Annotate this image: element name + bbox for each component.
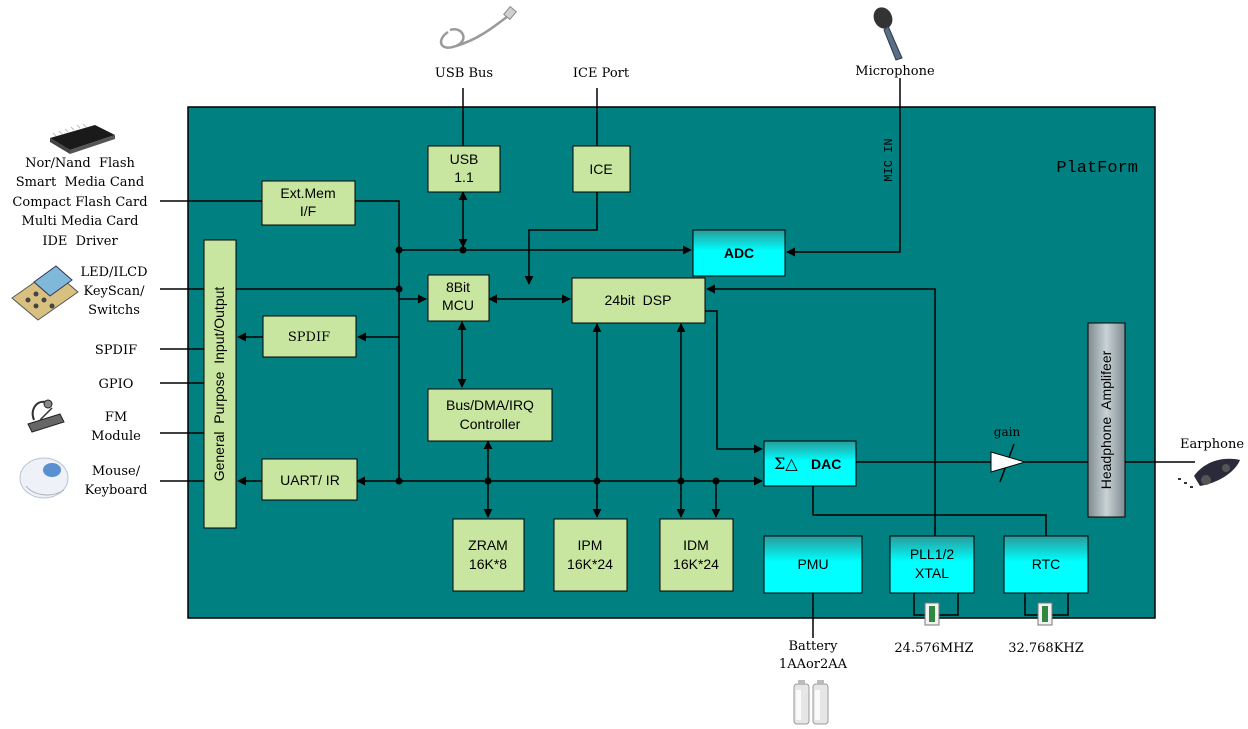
led-label-line: LED/ILCD	[80, 265, 147, 280]
flash-labels: Nor/Nand Flash Smart Media Cand Compact …	[12, 156, 147, 249]
spdif-block: SPDIF	[262, 315, 357, 358]
ipm-size: 16K*24	[567, 556, 613, 572]
dsp-block: 24bit DSP	[571, 277, 706, 324]
uart-label: UART/ IR	[280, 472, 340, 488]
microphone-icon	[873, 7, 903, 61]
crystal-icon	[1037, 602, 1053, 626]
fm-module-icon	[27, 399, 65, 433]
gpio-block: General Purpose Input/Output	[203, 239, 237, 529]
mouse-label-line: Mouse/	[92, 464, 141, 479]
flash-label-line: Multi Media Card	[22, 214, 139, 229]
ipm-block: IPM 16K*24	[553, 518, 628, 592]
gain-triangle-icon	[990, 451, 1027, 473]
dac-sigma-delta: Σ△	[774, 454, 798, 473]
battery-labels: Battery 1AAor2AA	[779, 639, 848, 672]
ice-block: ICE	[572, 145, 631, 193]
battery-label-line: Battery	[788, 639, 838, 654]
earphone-icon	[1178, 458, 1240, 488]
pmu-label: PMU	[797, 556, 828, 572]
usb-label: USB	[450, 151, 479, 167]
mouse-icon	[19, 457, 69, 499]
ext-mem-label: Ext.Mem	[280, 185, 335, 201]
mouse-label-line: Keyboard	[85, 483, 148, 498]
fm-labels: FM Module	[91, 410, 141, 444]
bus-controller-sub: Controller	[460, 416, 521, 432]
usb-version: 1.1	[454, 169, 474, 185]
xtal2-label: 32.768KHZ	[1008, 641, 1084, 656]
adc-block: ADC	[692, 229, 786, 277]
usb-block: USB 1.1	[427, 145, 501, 193]
pll-xtal: XTAL	[915, 565, 949, 581]
headphone-amplifier-block: Headphone Amplifeer	[1087, 322, 1126, 518]
idm-block: IDM 16K*24	[659, 518, 734, 592]
zram-label: ZRAM	[468, 537, 508, 553]
ext-mem-block: Ext.Mem I/F	[261, 180, 356, 226]
fm-label-line: Module	[91, 429, 141, 444]
flash-chip-icon	[50, 123, 115, 154]
spdif-block-label: SPDIF	[288, 330, 330, 345]
dac-label: DAC	[811, 456, 841, 472]
zram-size: 16K*8	[469, 556, 507, 572]
gain-amplifier: gain	[990, 425, 1027, 473]
ice-label: ICE	[589, 161, 612, 177]
bus-controller-block: Bus/DMA/IRQ Controller	[427, 388, 553, 442]
mouse-labels: Mouse/ Keyboard	[85, 464, 148, 498]
platform-label: PlatForm	[1056, 159, 1138, 178]
fm-label-line: FM	[105, 410, 127, 425]
gpio-external-label: GPIO	[99, 377, 134, 392]
earphone-label: Earphone	[1180, 437, 1244, 452]
led-label-line: Switchs	[88, 303, 140, 318]
mcu-label: MCU	[442, 297, 474, 313]
flash-label-line: Smart Media Cand	[16, 175, 144, 190]
dac-block: Σ△ DAC	[763, 440, 857, 487]
gpio-block-label: General Purpose Input/Output	[211, 287, 227, 482]
adc-label: ADC	[724, 245, 754, 261]
junction-dots	[395, 246, 720, 485]
zram-block: ZRAM 16K*8	[452, 518, 525, 592]
usb-bus-label: USB Bus	[435, 66, 493, 81]
rtc-block: RTC	[1003, 535, 1089, 594]
idm-label: IDM	[683, 537, 709, 553]
battery-label-line: 1AAor2AA	[779, 657, 848, 672]
mic-in-label: MIC IN	[882, 138, 896, 181]
led-labels: LED/ILCD KeyScan/ Switchs	[80, 265, 147, 318]
rtc-label: RTC	[1032, 556, 1061, 572]
spdif-external-label: SPDIF	[95, 343, 137, 358]
microphone-label: Microphone	[855, 64, 935, 79]
xtal1-label: 24.576MHZ	[894, 641, 973, 656]
crystal-icon	[924, 602, 940, 626]
uart-block: UART/ IR	[261, 458, 358, 501]
mcu-block: 8Bit MCU	[427, 274, 490, 322]
flash-label-line: Nor/Nand Flash	[25, 156, 135, 171]
idm-size: 16K*24	[673, 556, 719, 572]
flash-label-line: Compact Flash Card	[12, 195, 147, 210]
ipm-label: IPM	[578, 537, 603, 553]
bus-controller-label: Bus/DMA/IRQ	[446, 397, 534, 413]
flash-label-line: IDE Driver	[42, 234, 118, 249]
led-label-line: KeyScan/	[83, 284, 145, 299]
pll-block: PLL1/2 XTAL	[889, 535, 975, 594]
dsp-label: 24bit DSP	[605, 292, 672, 308]
keypad-icon	[11, 265, 79, 321]
pmu-block: PMU	[763, 535, 863, 594]
usb-cable-icon	[439, 5, 517, 49]
mcu-bits: 8Bit	[446, 279, 470, 295]
ext-mem-if: I/F	[300, 203, 316, 219]
battery-icon	[793, 680, 829, 725]
gain-label: gain	[994, 425, 1021, 439]
ice-port-label: ICE Port	[573, 66, 630, 81]
headphone-amplifier-label: Headphone Amplifeer	[1098, 350, 1114, 489]
pll-label: PLL1/2	[910, 546, 955, 562]
